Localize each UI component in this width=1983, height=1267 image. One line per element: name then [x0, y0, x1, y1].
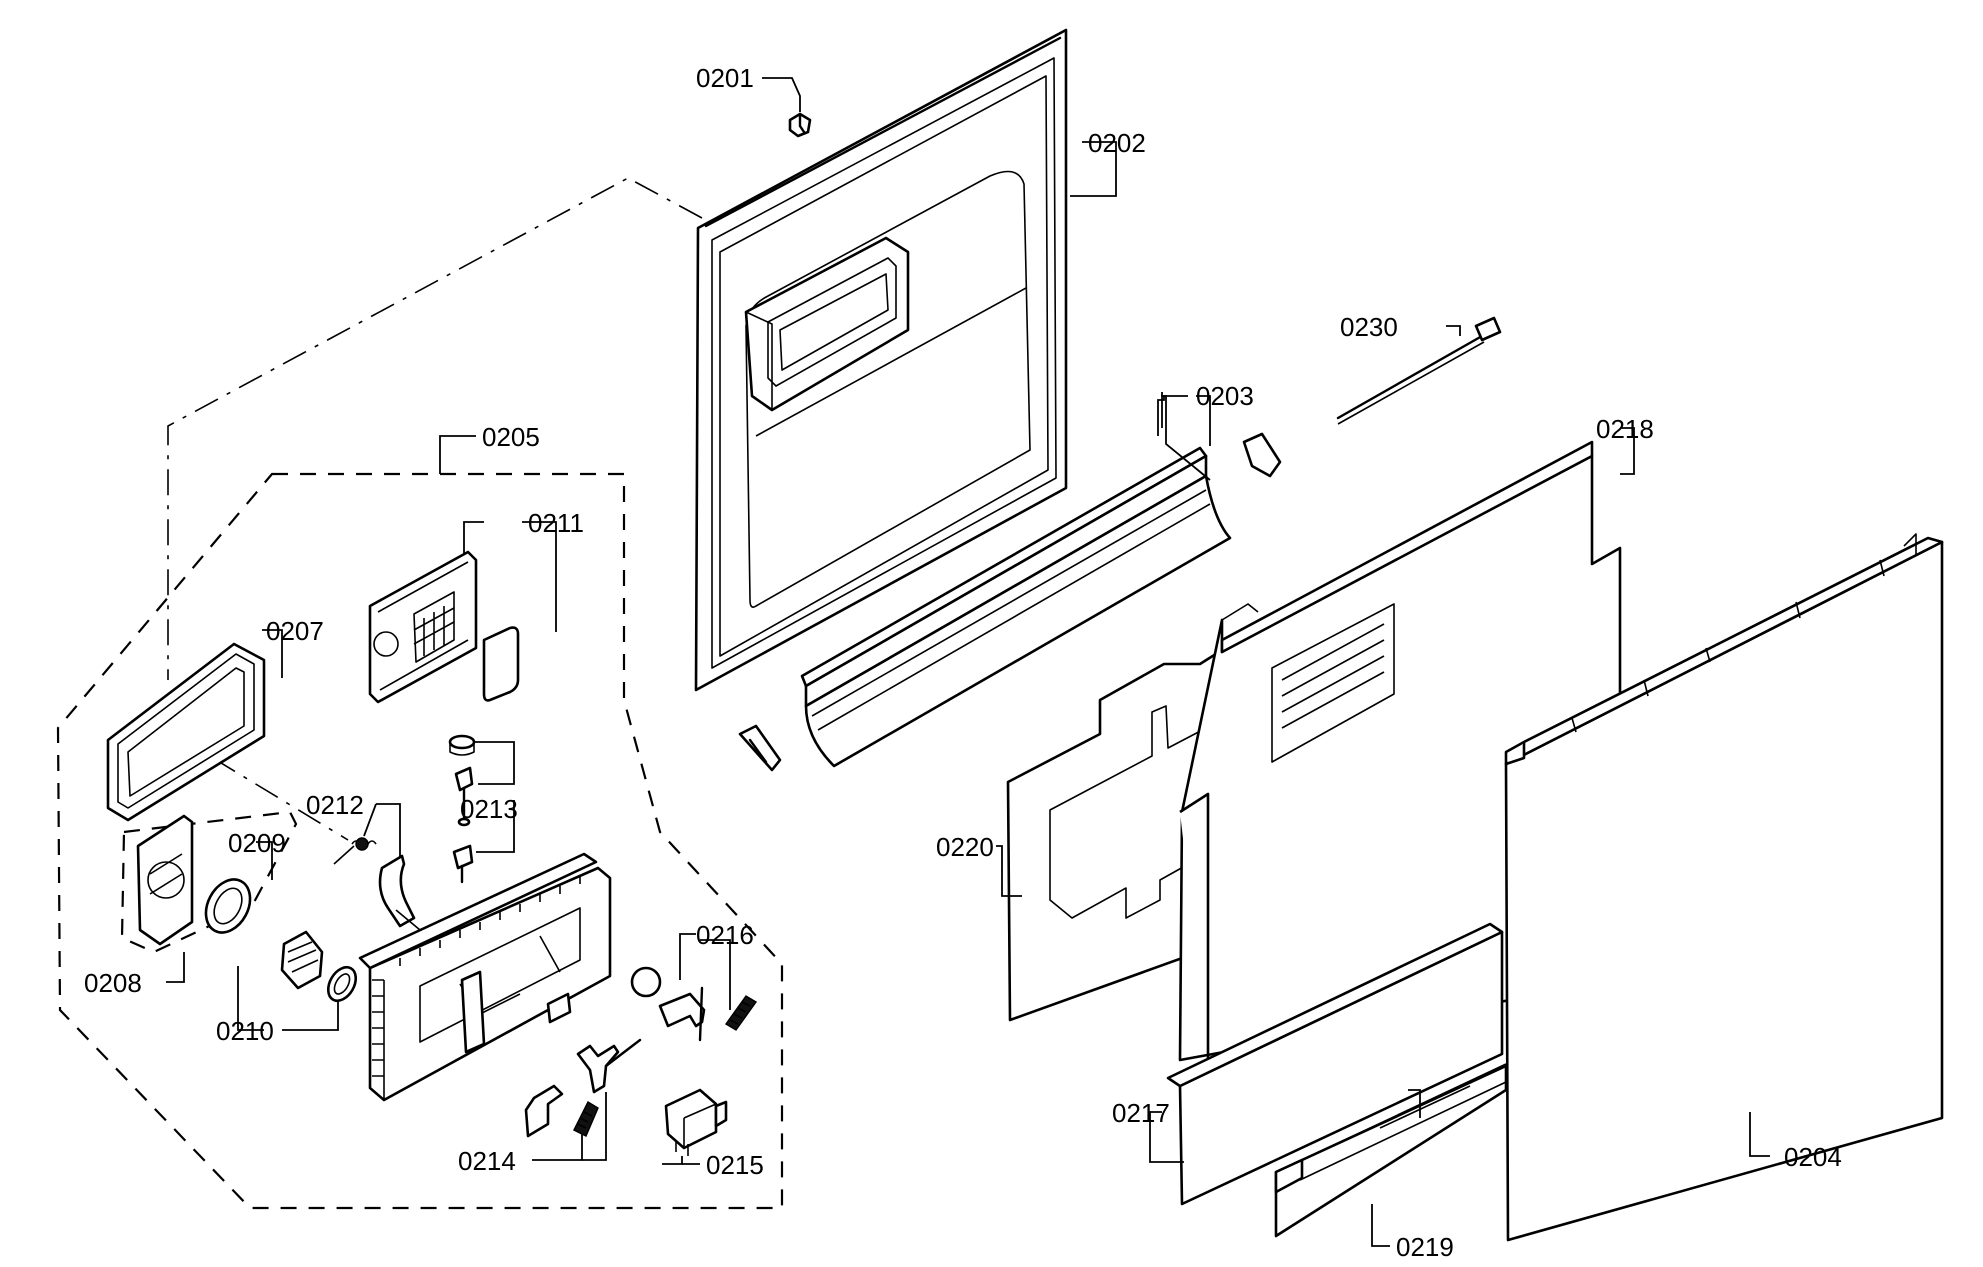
wire-harness	[1336, 316, 1502, 425]
dispenser-cover	[136, 814, 194, 946]
actuator-lever	[658, 986, 706, 1042]
door-trim-strip	[800, 446, 1232, 768]
leader-lines	[166, 77, 1770, 1247]
seal-ring	[204, 878, 252, 934]
inner-door-panel	[694, 28, 1068, 692]
hinge-bracket-left	[738, 724, 782, 772]
explosion-line-2	[169, 731, 349, 841]
latch-hook	[524, 1084, 564, 1138]
label-0214: 0214	[458, 1146, 516, 1176]
dispenser-housing	[358, 852, 612, 1102]
label-0207: 0207	[266, 616, 324, 646]
label-0217: 0217	[1112, 1098, 1170, 1128]
coil-spring-right	[724, 995, 758, 1031]
label-0205: 0205	[482, 422, 540, 452]
label-0211: 0211	[528, 508, 584, 538]
label-0212: 0212	[306, 790, 364, 820]
lower-trim-panel	[1166, 922, 1504, 1206]
toe-kick-strip	[1274, 1063, 1508, 1238]
label-0204: 0204	[1784, 1142, 1842, 1172]
solenoid-actuator	[664, 1088, 728, 1156]
label-0216: 0216	[696, 920, 754, 950]
coil-spring-left	[573, 1101, 599, 1137]
label-0203: 0203	[1196, 381, 1254, 411]
label-0220: 0220	[936, 832, 994, 862]
detergent-module-boundary	[56, 472, 784, 1210]
label-0219: 0219	[1396, 1232, 1454, 1262]
outer-door-panel	[1504, 533, 1944, 1242]
label-0201: 0201	[696, 63, 754, 93]
hinge-bracket-right	[1242, 432, 1282, 478]
gasket-pad	[482, 626, 520, 702]
pin-top	[448, 734, 476, 756]
label-0230: 0230	[1340, 312, 1398, 342]
part-labels: 0201 0202 0203 0204 0205 0207 0208 0209 …	[84, 63, 1842, 1262]
label-0202: 0202	[1088, 128, 1146, 158]
label-0209: 0209	[228, 828, 286, 858]
float-ball	[630, 966, 662, 998]
door-clip	[788, 112, 812, 138]
latch-arm	[576, 1038, 642, 1094]
rinse-aid-cap	[280, 930, 324, 990]
o-ring	[326, 965, 358, 1003]
label-0218: 0218	[1596, 414, 1654, 444]
pin-middle	[454, 766, 474, 827]
label-0208: 0208	[84, 968, 142, 998]
pin-bottom	[452, 844, 474, 884]
release-lever	[378, 854, 421, 931]
label-0215: 0215	[706, 1150, 764, 1180]
dispenser-lid	[368, 550, 478, 704]
label-0213: 0213	[460, 794, 518, 824]
dispenser-frame	[106, 642, 266, 822]
spring	[333, 837, 377, 865]
label-0210: 0210	[216, 1016, 274, 1046]
